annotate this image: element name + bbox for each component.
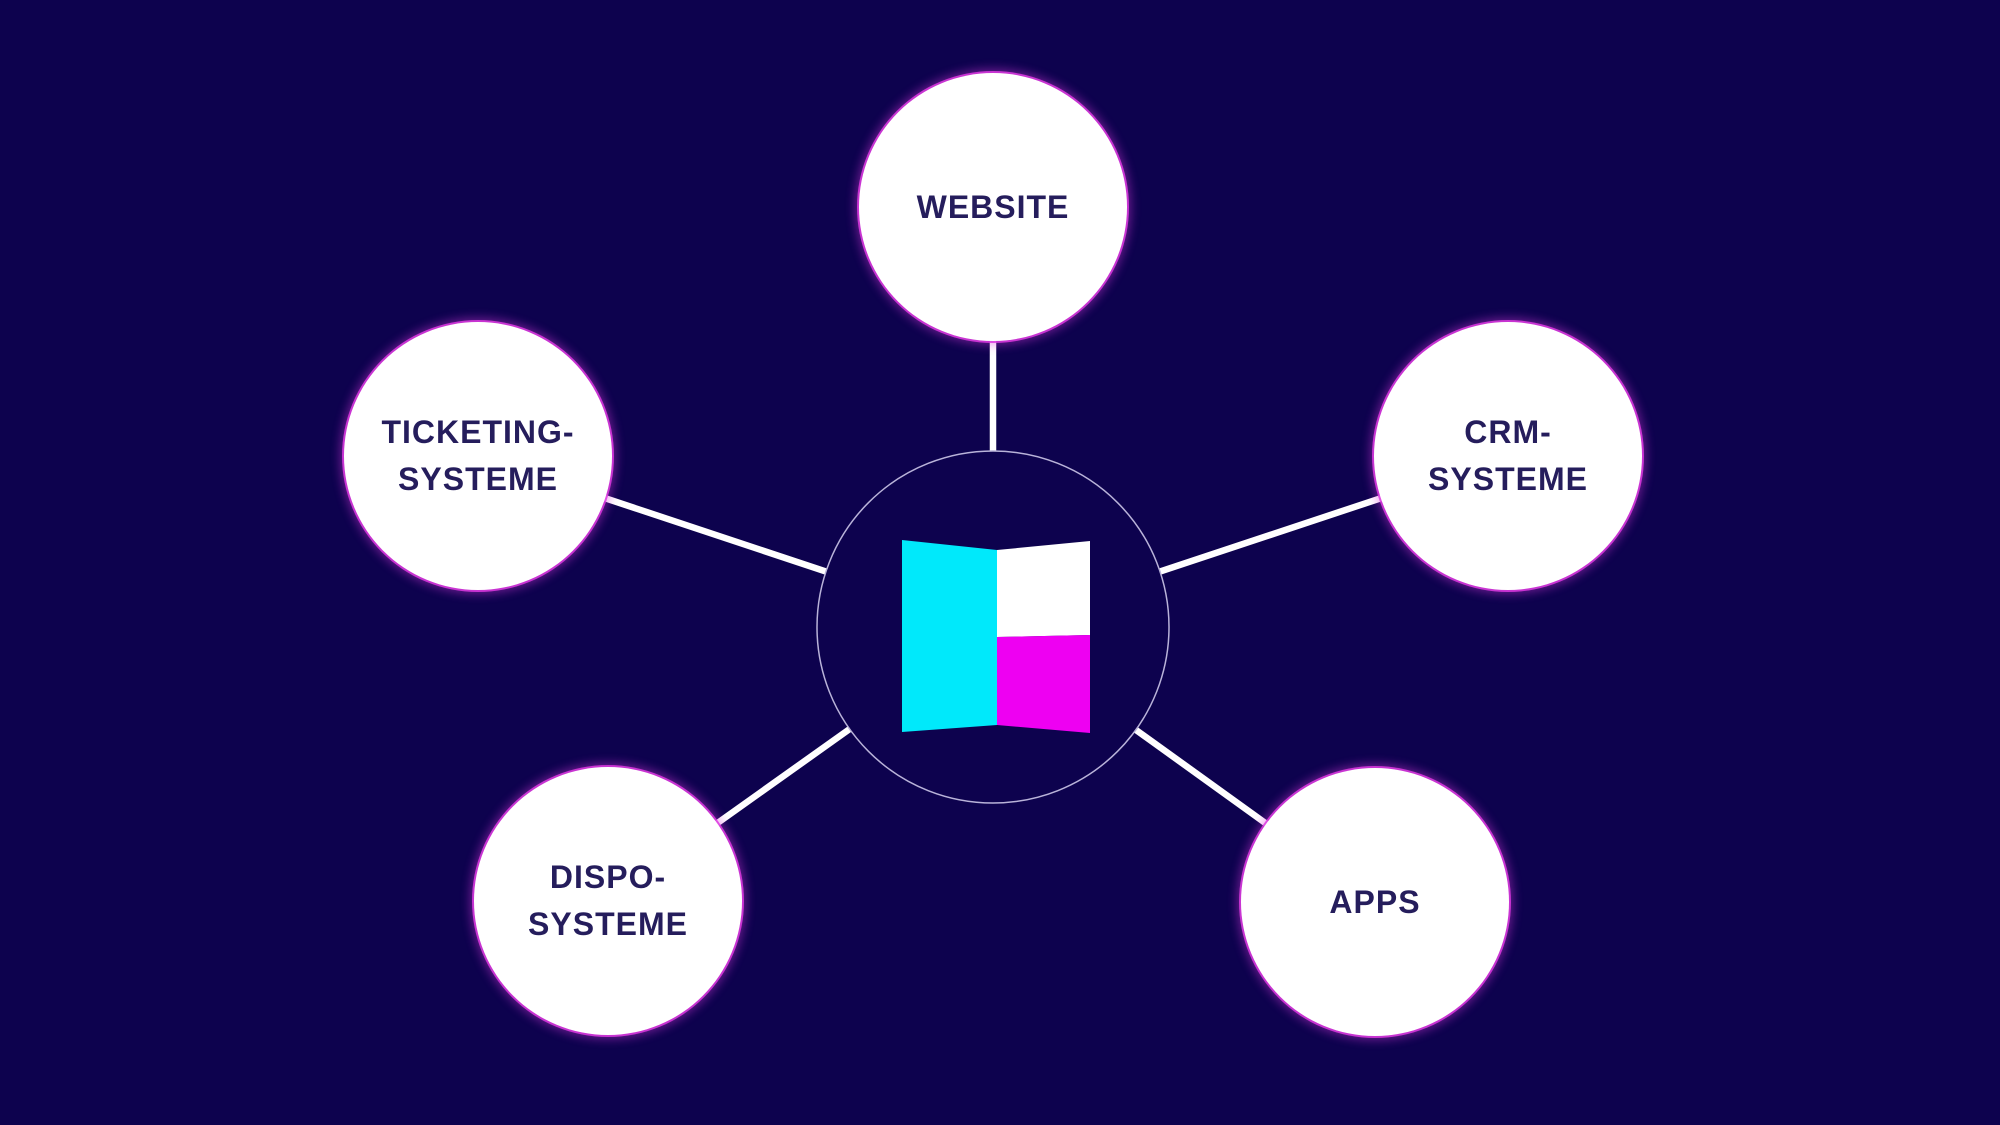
- node-crm-systeme-label: CRM-: [1464, 414, 1552, 450]
- node-apps-label: APPS: [1329, 883, 1421, 920]
- node-crm-systeme: CRM- SYSTEME: [1374, 322, 1642, 590]
- node-ticketing-systeme-label-line2: SYSTEME: [398, 461, 558, 497]
- logo-top-right-panel: [997, 541, 1090, 637]
- brand-logo-icon: [902, 540, 1090, 733]
- node-ticketing-systeme: TICKETING- SYSTEME: [344, 322, 612, 590]
- node-apps: APPS: [1241, 768, 1509, 1036]
- logo-left-panel: [902, 540, 997, 732]
- node-website-label: WEBSITE: [916, 188, 1070, 225]
- node-website: WEBSITE: [859, 73, 1127, 341]
- logo-bottom-right-panel: [997, 635, 1090, 733]
- node-dispo-systeme-label-line2: SYSTEME: [528, 906, 688, 942]
- node-dispo-systeme: DISPO- SYSTEME: [474, 767, 742, 1035]
- node-crm-systeme-label-line2: SYSTEME: [1428, 461, 1588, 497]
- node-dispo-systeme-label: DISPO-: [549, 859, 667, 895]
- node-ticketing-systeme-label: TICKETING-: [381, 414, 575, 450]
